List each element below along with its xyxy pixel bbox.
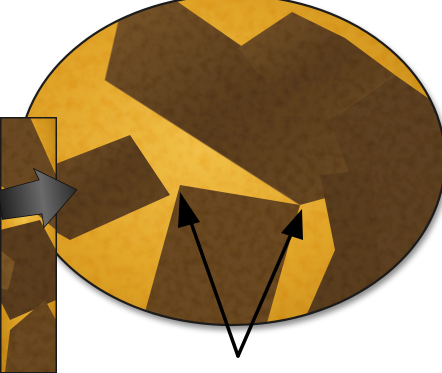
inset-zoom-panel bbox=[0, 117, 56, 373]
